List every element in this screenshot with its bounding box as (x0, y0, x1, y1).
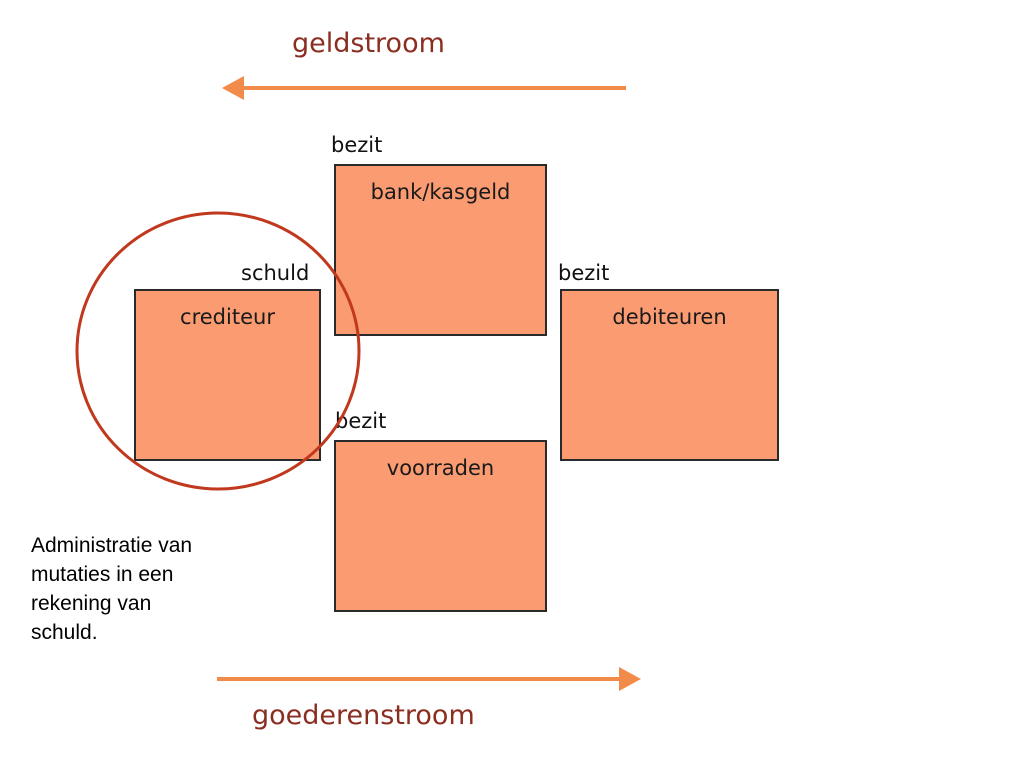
tag-creditor: schuld (241, 261, 310, 285)
goods-flow-arrowhead (619, 667, 641, 691)
goods-flow-arrow (217, 667, 641, 691)
tag-bank: bezit (331, 133, 383, 157)
account-title-stock: voorraden (386, 456, 495, 480)
account-box-bank: bank/kasgeld (334, 164, 547, 336)
money-flow-arrow (222, 76, 626, 100)
money-flow-label: geldstroom (292, 28, 445, 59)
goods-flow-label: goederenstroom (252, 700, 475, 731)
explanation-note: Administratie van mutaties in een rekeni… (31, 531, 261, 647)
account-title-bank: bank/kasgeld (370, 180, 511, 204)
note-line: mutaties in een (31, 563, 174, 586)
note-line: rekening van (31, 592, 152, 615)
note-line: schuld. (31, 621, 98, 644)
tag-debtors: bezit (558, 261, 610, 285)
account-box-creditor: crediteur (134, 289, 321, 461)
account-title-creditor: crediteur (180, 305, 275, 329)
account-title-debtors: debiteuren (612, 305, 727, 329)
account-box-debtors: debiteuren (560, 289, 779, 461)
account-box-stock: voorraden (334, 440, 547, 612)
highlight-circle (75, 211, 361, 491)
note-line: Administratie van (31, 534, 193, 557)
money-flow-arrowhead (222, 76, 244, 100)
